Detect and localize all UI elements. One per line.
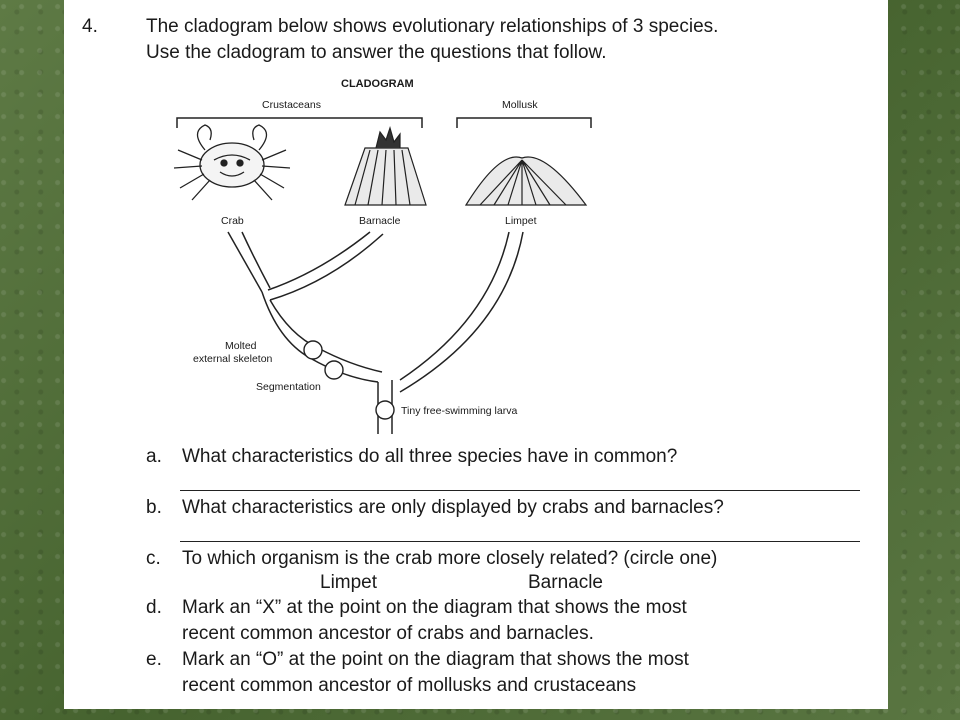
label-external-skeleton: external skeleton xyxy=(193,353,273,365)
item-e-text-1: Mark an “O” at the point on the diagram … xyxy=(182,649,689,670)
option-limpet[interactable]: Limpet xyxy=(320,572,378,593)
item-c: c. To which organism is the crab more clo… xyxy=(146,548,717,570)
item-d-letter: d. xyxy=(146,597,162,618)
label-mollusk: Mollusk xyxy=(502,99,538,111)
question-line-1: The cladogram below shows evolutionary r… xyxy=(146,16,719,37)
item-e-text-2: recent common ancestor of mollusks and c… xyxy=(182,675,637,696)
crab-illustration xyxy=(173,124,291,201)
item-c-letter: c. xyxy=(146,548,161,569)
question-line-2: Use the cladogram to answer the question… xyxy=(146,42,607,63)
item-b: b. What characteristics are only displaye… xyxy=(146,497,724,519)
item-d: d. Mark an “X” at the point on the diagra… xyxy=(146,597,687,619)
barnacle-illustration xyxy=(344,125,427,206)
item-b-letter: b. xyxy=(146,497,162,518)
label-crustaceans: Crustaceans xyxy=(262,99,321,111)
molted-node xyxy=(303,340,323,360)
item-e-letter: e. xyxy=(146,649,162,670)
mollusk-bracket xyxy=(456,117,592,128)
item-a-text: What characteristics do all three specie… xyxy=(182,446,678,467)
limpet-illustration xyxy=(464,156,588,206)
answer-line-b[interactable] xyxy=(180,541,860,542)
cladogram-tree xyxy=(227,231,524,434)
item-b-text: What characteristics are only displayed … xyxy=(182,497,724,518)
label-limpet: Limpet xyxy=(505,215,537,227)
item-e: e. Mark an “O” at the point on the diagra… xyxy=(146,649,689,671)
item-a-letter: a. xyxy=(146,446,162,467)
larva-node xyxy=(375,400,395,420)
item-a: a. What characteristics do all three spec… xyxy=(146,446,677,468)
segmentation-node xyxy=(324,360,344,380)
cladogram-title: CLADOGRAM xyxy=(341,78,414,90)
item-d-text-1: Mark an “X” at the point on the diagram … xyxy=(182,597,687,618)
label-molted: Molted xyxy=(225,340,257,352)
label-larva: Tiny free-swimming larva xyxy=(401,405,518,417)
answer-line-a[interactable] xyxy=(180,490,860,491)
label-barnacle: Barnacle xyxy=(359,215,401,227)
option-barnacle[interactable]: Barnacle xyxy=(528,572,603,593)
item-d-text-2: recent common ancestor of crabs and barn… xyxy=(182,623,594,644)
label-crab: Crab xyxy=(221,215,244,227)
item-c-text: To which organism is the crab more close… xyxy=(182,548,718,569)
question-number: 4. xyxy=(82,16,98,37)
crustaceans-bracket xyxy=(176,117,423,128)
label-segmentation: Segmentation xyxy=(256,381,321,393)
